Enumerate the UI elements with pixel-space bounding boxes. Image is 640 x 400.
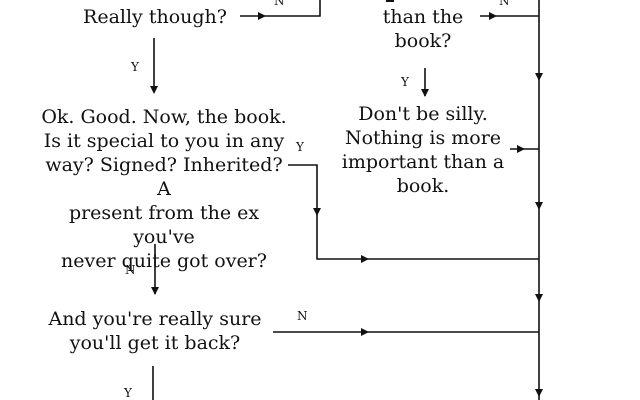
really-though-no-arrowhead xyxy=(258,12,266,20)
really-though-yes-arrowhead xyxy=(150,86,158,94)
more-important-no-arrowhead xyxy=(489,12,497,20)
really-though-no-connector xyxy=(240,0,321,17)
book-special-yes-arrowhead-down xyxy=(313,208,321,216)
trunk-arrow-2 xyxy=(535,202,543,210)
dont-be-silly-node: Don't be silly. Nothing is more importan… xyxy=(341,103,505,197)
really-sure-no-label: N xyxy=(297,309,308,323)
really-though-node: Really though? xyxy=(83,6,227,28)
book-special-yes-arrowhead-right xyxy=(361,255,369,263)
really-sure-node: And you're really sure you'll get it bac… xyxy=(48,308,262,354)
more-important-no-label: N xyxy=(499,0,510,8)
clipped-text-fragment xyxy=(386,0,398,4)
really-sure-no-arrowhead xyxy=(361,328,369,336)
more-important-yes-arrowhead xyxy=(421,89,429,97)
trunk-arrow-3 xyxy=(535,294,543,302)
dont-be-silly-arrowhead xyxy=(517,145,525,153)
trunk-arrow-4 xyxy=(535,389,543,397)
really-though-no-label: N xyxy=(274,0,285,8)
book-special-no-label: N xyxy=(125,263,136,277)
really-though-yes-label: Y xyxy=(131,60,139,74)
more-important-yes-label: Y xyxy=(401,75,409,89)
book-special-node: Ok. Good. Now, the book. Is it special t… xyxy=(41,106,287,272)
more-important-node: than the book? xyxy=(382,6,464,52)
really-sure-yes-label: Y xyxy=(124,386,132,400)
book-special-no-arrowhead xyxy=(151,287,159,295)
trunk-arrow-1 xyxy=(535,73,543,81)
book-special-yes-label: Y xyxy=(296,140,304,154)
